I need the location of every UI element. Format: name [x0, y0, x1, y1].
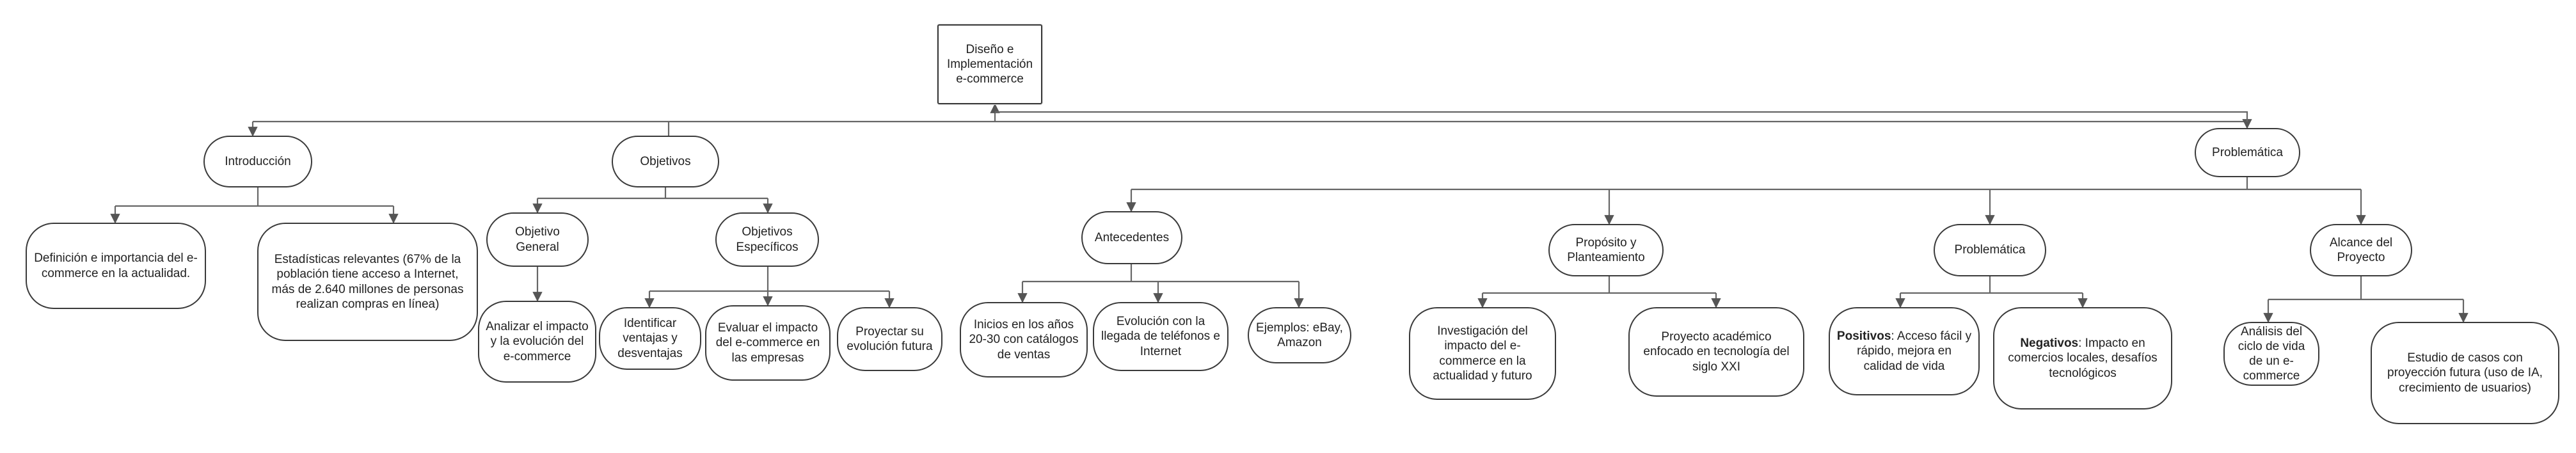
- alcance-label: Alcance del Proyecto: [2329, 235, 2393, 264]
- alcance-item-2-text: Estudio de casos con proyección futura (…: [2387, 351, 2543, 395]
- antecedentes-item-3[interactable]: Ejemplos: eBay, Amazon: [1248, 307, 1351, 363]
- objetivos-especificos-label: Objetivos Específicos: [736, 225, 799, 254]
- antecedentes-node[interactable]: Antecedentes: [1081, 211, 1182, 264]
- positivos-desc: : Acceso fácil y rápido, mejora en calid…: [1857, 330, 1972, 373]
- estadisticas-text: Estadísticas relevantes (67% de la pobla…: [271, 253, 464, 311]
- antecedentes-item-1-text: Inicios en los años 20-30 con catálogos …: [969, 318, 1079, 362]
- problematica-label: Problemática: [2212, 145, 2283, 159]
- antecedentes-item-2-text: Evolución con la llegada de teléfonos e …: [1101, 315, 1220, 358]
- negativos-text: Negativos: Impacto en comercios locales,…: [2001, 336, 2165, 381]
- problematica-node[interactable]: Problemática: [2195, 128, 2300, 177]
- alcance-item-1[interactable]: Análisis del ciclo de vida de un e-comme…: [2223, 322, 2319, 386]
- objetivo-general-item[interactable]: Analizar el impacto y la evolución del e…: [478, 301, 596, 383]
- definicion-node[interactable]: Definición e importancia del e-commerce …: [26, 223, 206, 309]
- antecedentes-item-1[interactable]: Inicios en los años 20-30 con catálogos …: [960, 302, 1088, 378]
- positivos-label: Positivos: [1836, 330, 1891, 344]
- negativos-node[interactable]: Negativos: Impacto en comercios locales,…: [1993, 307, 2172, 409]
- introduccion-node[interactable]: Introducción: [203, 136, 312, 187]
- alcance-item-1-text: Análisis del ciclo de vida de un e-comme…: [2238, 324, 2305, 383]
- antecedentes-item-3-text: Ejemplos: eBay, Amazon: [1256, 321, 1343, 349]
- objetivo-especifico-item-3[interactable]: Proyectar su evolución futura: [837, 307, 942, 371]
- proposito-item-1[interactable]: Investigación del impacto del e-commerce…: [1409, 307, 1556, 400]
- definicion-text: Definición e importancia del e-commerce …: [34, 251, 198, 280]
- negativos-desc: : Impacto en comercios locales, desafíos…: [2008, 337, 2158, 380]
- objetivo-general-node[interactable]: Objetivo General: [486, 212, 589, 267]
- problematica-sub-label: Problemática: [1954, 243, 2026, 257]
- proposito-item-2-text: Proyecto académico enfocado en tecnologí…: [1643, 330, 1790, 374]
- root-title-line3: e-commerce: [956, 72, 1024, 86]
- objetivo-especifico-item-1[interactable]: Identificar ventajas y desventajas: [599, 307, 701, 370]
- root-title-line1: Diseño e: [966, 42, 1014, 56]
- proposito-item-1-text: Investigación del impacto del e-commerce…: [1433, 324, 1532, 383]
- objetivos-node[interactable]: Objetivos: [612, 136, 719, 187]
- antecedentes-item-2[interactable]: Evolución con la llegada de teléfonos e …: [1093, 302, 1228, 371]
- alcance-node[interactable]: Alcance del Proyecto: [2310, 224, 2412, 276]
- objetivos-especificos-node[interactable]: Objetivos Específicos: [715, 212, 819, 267]
- antecedentes-label: Antecedentes: [1094, 230, 1170, 244]
- objetivos-label: Objetivos: [640, 154, 691, 168]
- proposito-item-2[interactable]: Proyecto académico enfocado en tecnologí…: [1628, 307, 1804, 397]
- estadisticas-node[interactable]: Estadísticas relevantes (67% de la pobla…: [257, 223, 478, 341]
- objetivo-especifico-item-3-text: Proyectar su evolución futura: [847, 324, 933, 353]
- alcance-item-2[interactable]: Estudio de casos con proyección futura (…: [2371, 322, 2559, 424]
- proposito-label: Propósito y Planteamiento: [1567, 235, 1645, 264]
- objetivo-especifico-item-2-text: Evaluar el impacto del e-commerce en las…: [715, 321, 820, 365]
- negativos-label: Negativos: [2020, 337, 2079, 351]
- positivos-text: Positivos: Acceso fácil y rápido, mejora…: [1836, 329, 1972, 374]
- positivos-node[interactable]: Positivos: Acceso fácil y rápido, mejora…: [1829, 307, 1980, 395]
- root-title-line2: Implementación: [946, 57, 1033, 71]
- problematica-sub-node[interactable]: Problemática: [1934, 224, 2046, 276]
- objetivo-especifico-item-2[interactable]: Evaluar el impacto del e-commerce en las…: [705, 305, 831, 381]
- proposito-node[interactable]: Propósito y Planteamiento: [1548, 224, 1664, 276]
- objetivo-especifico-item-1-text: Identificar ventajas y desventajas: [617, 317, 683, 360]
- objetivo-general-item-text: Analizar el impacto y la evolución del e…: [486, 320, 589, 363]
- objetivo-general-label: Objetivo General: [515, 225, 560, 254]
- introduccion-label: Introducción: [225, 154, 291, 168]
- root-node[interactable]: Diseño e Implementación e-commerce: [937, 24, 1042, 104]
